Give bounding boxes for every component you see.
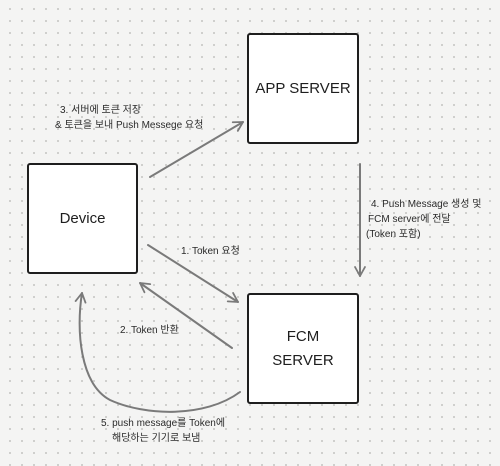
fcm-server-label-line1: FCM — [286, 327, 320, 345]
step2-label: 2. Token 반환 — [120, 325, 179, 336]
fcm-server-label-line2: SERVER — [272, 351, 334, 369]
step4-label-line2: FCM server에 전달 — [368, 214, 451, 225]
device-label: Device — [59, 209, 106, 227]
arrow-device-to-app — [149, 121, 244, 178]
step3-label-line1: 3. 서버에 토큰 저장 — [60, 105, 142, 116]
step3-label-line2: & 토큰을 보내 Push Messege 요청 — [55, 120, 204, 131]
step4-label-line1: 4. Push Message 생성 및 — [371, 199, 482, 210]
fcm-server-node: FCM SERVER — [247, 293, 359, 404]
app-server-label: APP SERVER — [255, 79, 351, 97]
arrow-fcm-push-to-device — [74, 292, 241, 413]
device-node: Device — [27, 163, 138, 274]
step5-label-line2: 해당하는 기기로 보냄 — [112, 433, 201, 444]
arrow-device-to-fcm — [147, 244, 239, 303]
step1-label: 1. Token 요청 — [181, 246, 240, 257]
step4-label-line3: (Token 포함) — [366, 229, 421, 240]
step5-label-line1: 5. push message를 Token에 — [101, 418, 226, 429]
arrow-fcm-to-device — [139, 282, 233, 349]
app-server-node: APP SERVER — [247, 33, 359, 144]
